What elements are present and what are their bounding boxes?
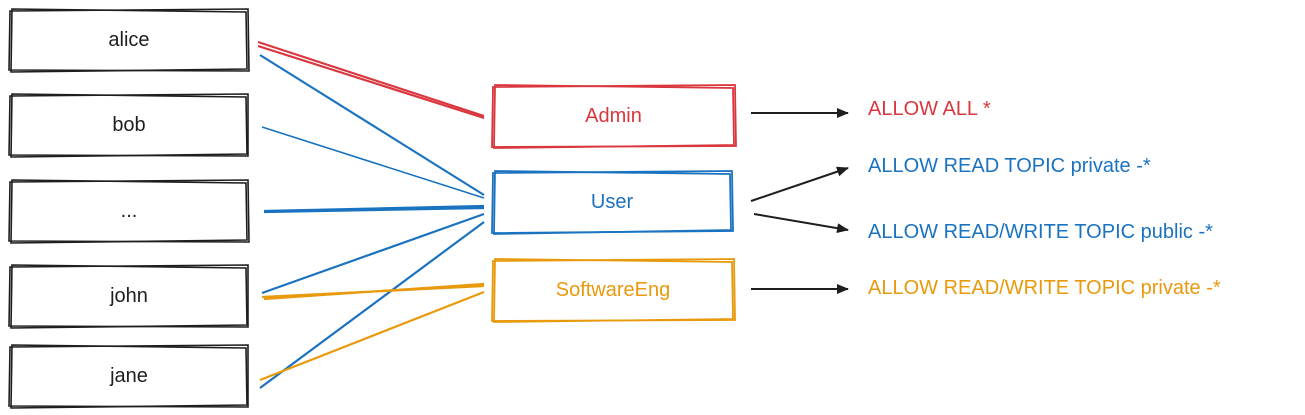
permission-allow-all: ALLOW ALL * — [868, 98, 991, 120]
arrow-user-permission-read — [750, 166, 849, 202]
user-label-ellipsis: ... — [120, 199, 138, 222]
role-box-softwareeng — [491, 258, 736, 323]
edge-jane-user — [259, 221, 485, 389]
edge-bob-user — [261, 126, 485, 199]
role-label-softwareeng: SoftwareEng — [555, 278, 671, 301]
permission-read-private: ALLOW READ TOPIC private -* — [868, 155, 1151, 177]
edge-john-softwareeng — [261, 282, 485, 301]
user-label-bob: bob — [112, 113, 146, 136]
user-box-bob — [8, 93, 249, 158]
arrow-user-permission-readwrite — [753, 213, 849, 234]
edge-jane-softwareeng — [259, 290, 485, 382]
role-box-admin — [491, 84, 737, 149]
edge-alice-user — [259, 54, 485, 196]
user-box-jane — [8, 344, 249, 409]
user-label-jane: jane — [110, 364, 148, 387]
role-box-user — [491, 170, 734, 235]
permission-readwrite-public: ALLOW READ/WRITE TOPIC public -* — [868, 221, 1213, 243]
edge-more-user — [263, 204, 485, 214]
role-label-admin: Admin — [585, 104, 642, 127]
user-box-more — [8, 179, 250, 244]
role-label-user: User — [590, 190, 634, 213]
user-box-john — [8, 264, 249, 329]
user-box-alice — [8, 8, 250, 73]
edge-alice-admin — [257, 40, 485, 120]
user-label-alice: alice — [108, 28, 150, 51]
user-label-john: john — [110, 284, 148, 307]
permission-readwrite-private: ALLOW READ/WRITE TOPIC private -* — [868, 277, 1221, 299]
edge-john-user — [261, 212, 485, 295]
